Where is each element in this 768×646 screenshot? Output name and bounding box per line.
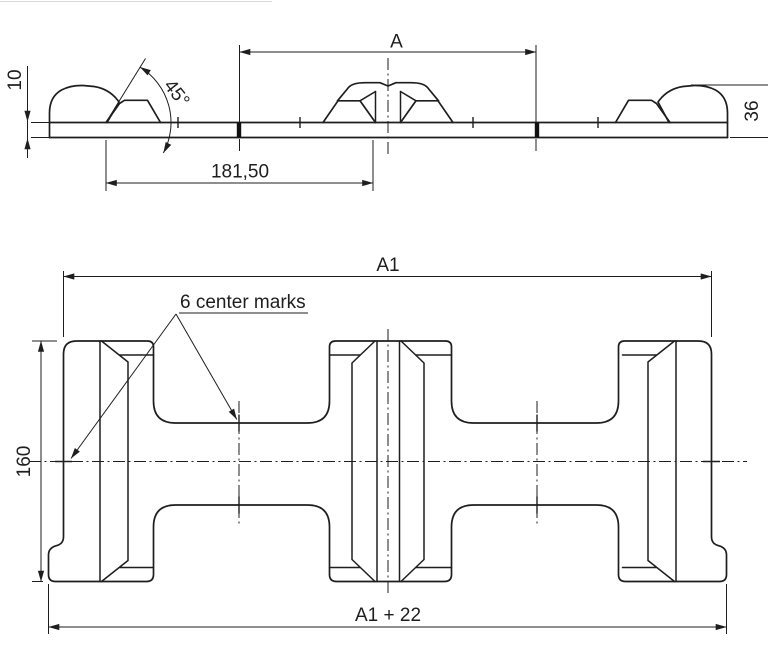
dimension-160-label: 160: [14, 446, 35, 478]
right-end-cap-profile: [657, 84, 729, 139]
dimension-36: 36: [691, 84, 768, 138]
dimension-10-label: 10: [5, 69, 26, 90]
center-marks-note-label: 6 center marks: [180, 292, 306, 313]
side-view: A 10 45° 181,50 36: [5, 32, 768, 191]
dimension-10: 10: [5, 66, 49, 158]
dimension-181-50: 181,50: [105, 140, 374, 191]
dimension-A1: A1: [63, 255, 712, 337]
center-marks-note: 6 center marks: [70, 292, 308, 459]
center-mark-side-right: [534, 122, 540, 138]
center-left-grouser-profile: [322, 99, 377, 124]
dimension-A-extension-lines: [239, 45, 537, 123]
right-grouser-profile: [614, 99, 671, 124]
angle-dimension-arc: [139, 66, 172, 154]
projected-edge-ticks: [177, 117, 599, 128]
leader-to-web-mark: [175, 313, 238, 420]
center-right-grouser-profile: [399, 99, 454, 124]
dimension-A1-extension-lines: [63, 271, 712, 337]
dimension-10-extension-lines: [31, 122, 49, 138]
center-marks: [55, 414, 720, 514]
angle-reference-line: [105, 58, 146, 123]
dimension-A1-22-label: A1 + 22: [355, 605, 421, 626]
plan-view: A1 160 A1 + 22 6 center marks: [14, 255, 747, 634]
left-grouser-profile: [105, 99, 162, 124]
dimension-160: 160: [14, 340, 57, 582]
dimension-45-label: 45°: [159, 76, 193, 112]
dimension-A: A: [239, 32, 537, 123]
dimension-A1-label: A1: [376, 255, 399, 276]
left-end-cap-profile: [48, 84, 120, 139]
saddle-chamfer-left: [359, 90, 377, 102]
dimension-36-label: 36: [742, 100, 763, 121]
leader-to-left-edge-mark: [70, 313, 177, 459]
plan-outline: [47, 340, 728, 583]
saddle-chamfer-right: [399, 90, 417, 102]
center-mark-side-left: [236, 122, 242, 138]
dimension-36-extension-lines: [691, 84, 768, 138]
dimension-181-label: 181,50: [211, 162, 269, 183]
dimension-A1-plus-22: A1 + 22: [48, 584, 727, 634]
dimension-A-label: A: [390, 32, 403, 53]
